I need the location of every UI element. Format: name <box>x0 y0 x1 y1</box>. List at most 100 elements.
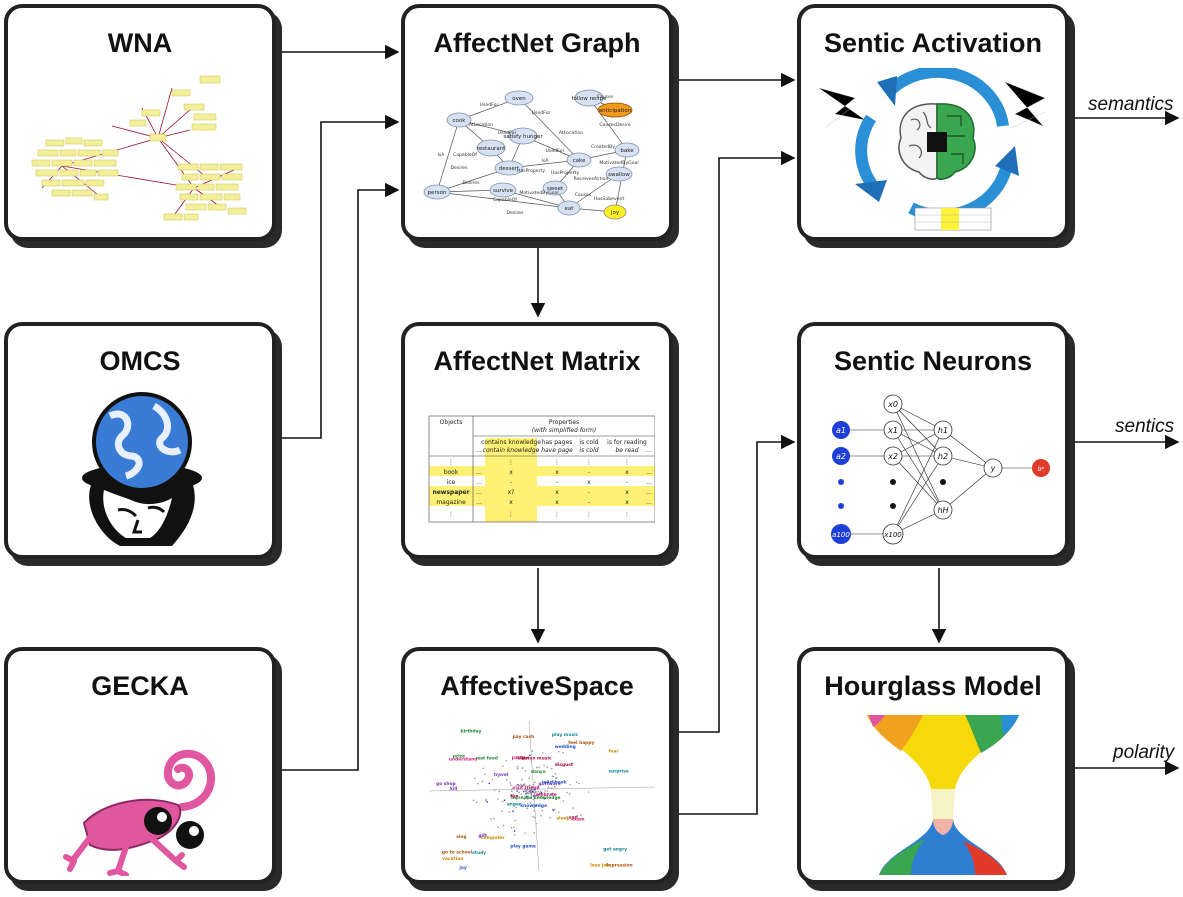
scatter-dot <box>521 767 524 769</box>
hidden-x-label: x0 <box>887 400 898 409</box>
cell: - <box>588 469 590 476</box>
prop-col-top: contains knowledge <box>481 439 541 446</box>
box-title: Sentic Activation <box>823 28 1043 58</box>
scatter-word: sad <box>569 815 578 821</box>
node-label: swallow <box>608 172 630 178</box>
scatter-word: depression <box>605 863 632 869</box>
scatter-dot <box>526 795 528 798</box>
scatter-dot <box>538 783 540 785</box>
scatter-dot <box>520 793 523 795</box>
prop-col-top: is cold <box>579 439 598 446</box>
scatter-dot <box>540 792 543 794</box>
row-name: book <box>444 469 459 476</box>
scatter-dot <box>526 787 529 790</box>
box-title: Hourglass Model <box>824 671 1042 701</box>
cell: x <box>625 469 629 476</box>
vdots: ⋮ <box>554 511 560 518</box>
scatter-dot <box>539 790 542 793</box>
scatter-dot <box>557 750 560 753</box>
cell: - <box>588 489 590 496</box>
scatter-dot <box>530 787 532 790</box>
scatter-dot <box>552 775 555 778</box>
ellipsis: ... <box>476 447 482 454</box>
scatter-word: travel <box>494 772 509 778</box>
node-label: dessert <box>499 166 520 172</box>
hidden-h-label: h1 <box>938 426 948 435</box>
scatter-dot <box>510 827 513 829</box>
scatter-dot <box>513 830 516 832</box>
scatter-dot <box>517 784 519 786</box>
scatter-dot <box>524 788 526 790</box>
scatter-word: anger <box>507 801 522 807</box>
vdots: ⋮ <box>586 459 592 466</box>
scatter-word: dance <box>531 769 546 775</box>
scatter-word: study <box>472 850 486 856</box>
scatter-word: eat food <box>477 756 498 762</box>
affectnet-semantic-graph: oven follow recipe anticipation cook sat… <box>423 89 640 220</box>
scatter-dot <box>553 808 556 811</box>
edge-label: CapableOf <box>453 152 477 158</box>
scatter-dot <box>528 777 530 779</box>
scatter-word: exam <box>571 817 585 822</box>
scatter-dot <box>531 788 534 790</box>
edge-label: Desires <box>462 180 480 186</box>
scatter-dot <box>529 754 531 757</box>
box-omcs: OMCS <box>4 322 276 559</box>
scatter-dot <box>493 817 495 820</box>
scatter-dot <box>515 798 518 800</box>
scatter-dot <box>531 795 533 797</box>
scatter-dot <box>510 784 512 786</box>
scatter-dot <box>533 810 536 812</box>
scatter-dot <box>513 826 515 829</box>
scatter-dot <box>518 784 520 787</box>
cell: - <box>626 479 628 486</box>
scatter-dot <box>498 790 501 793</box>
scatter-dot <box>536 785 539 788</box>
edge-label: AtLocation <box>559 130 583 136</box>
box-sentic-activation: Sentic Activation <box>797 4 1069 241</box>
scatter-dot <box>569 783 571 786</box>
scatter-dot <box>531 750 534 752</box>
brain-chip-icon <box>818 68 1046 231</box>
scatter-dot <box>568 793 571 795</box>
scatter-word: software <box>539 781 561 787</box>
hourglass-funnel-icon <box>867 715 1019 875</box>
scatter-dot <box>491 778 494 781</box>
scatter-dot <box>550 767 553 770</box>
scatter-dot <box>510 794 512 797</box>
scatter-word: go shop <box>436 781 456 787</box>
scatter-dot <box>554 785 556 788</box>
prop-col-bottom: is cold <box>579 447 598 454</box>
scatter-dot <box>551 775 554 777</box>
scatter-word: fear <box>609 749 620 755</box>
scatter-dot <box>541 810 544 812</box>
scatter-word: sleep <box>556 815 569 821</box>
scatter-dot <box>526 798 529 800</box>
edge-label: CausesDesire <box>599 122 630 128</box>
scatter-dot <box>516 767 519 770</box>
box-gecka: GECKA <box>4 647 276 884</box>
vdots: ⋮ <box>554 459 560 466</box>
scatter-dot <box>511 795 513 798</box>
input-label: a1 <box>836 426 846 435</box>
scatter-dot <box>511 787 514 790</box>
hidden-h-label: hH <box>937 506 948 515</box>
edge-label: UsedFor <box>546 148 565 154</box>
edge-label: HasProperty <box>517 168 545 174</box>
scatter-word: feel happy <box>568 740 594 746</box>
scatter-dot <box>527 785 529 788</box>
scatter-word: lose job <box>590 862 609 868</box>
ellipsis: ... <box>646 479 652 486</box>
edge-label: AtLocation <box>469 122 493 128</box>
scatter-dot <box>542 796 544 798</box>
box-title: AffectNet Matrix <box>433 346 641 376</box>
edge-label: Desires <box>450 165 468 171</box>
header-properties: Properties <box>549 419 579 426</box>
header-subtitle: (with simplified form) <box>532 427 596 434</box>
scatter-dot <box>533 790 535 792</box>
ellipsis: ... <box>646 469 652 476</box>
scatter-dot <box>505 760 507 762</box>
scatter-dot <box>526 792 528 795</box>
scatter-word: increase knowledge <box>511 795 560 801</box>
arrow-omcs-to-graph <box>276 114 400 439</box>
